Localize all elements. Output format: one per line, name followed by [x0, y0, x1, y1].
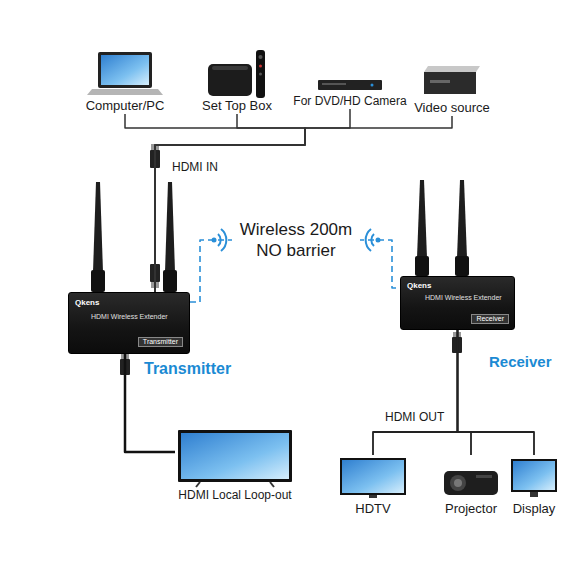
hdmi-cable [155, 116, 452, 292]
device-heading: Receiver [489, 353, 552, 371]
device-label: For DVD/HD Camera [290, 94, 410, 109]
device-tag: Transmitter [138, 337, 183, 347]
device-label: Video source [411, 100, 493, 116]
receiver-box: QkensHDMI Wireless ExtenderReceiverRecei… [400, 276, 515, 330]
hdmi-cable [458, 330, 535, 455]
brand-text: Qkens [75, 298, 99, 308]
device-node: Set Top Box [199, 48, 275, 114]
device-node: Computer/PC [83, 52, 168, 114]
device-label: HDTV [340, 501, 406, 517]
edge-label: Wireless 200m NO barrier [232, 219, 360, 261]
hdmi-cable [458, 330, 472, 455]
tv-icon [340, 458, 406, 498]
screen-node: Projector [442, 455, 501, 517]
device-tag: Receiver [471, 314, 509, 324]
projector-icon [444, 471, 498, 495]
device-node: Video source [411, 58, 493, 116]
screen-node: Display [510, 455, 559, 517]
set-top-box-icon [208, 50, 265, 98]
antenna [91, 182, 177, 292]
model-text: HDMI Wireless Extender [425, 294, 502, 302]
transmitter-box: QkensHDMI Wireless ExtenderTransmitterTr… [68, 292, 190, 354]
signal-label: HDMI IN [172, 160, 218, 174]
model-text: HDMI Wireless Extender [91, 313, 168, 321]
device-heading: Transmitter [144, 359, 231, 378]
signal-label: HDMI OUT [385, 410, 444, 424]
hdmi-cable [155, 114, 305, 292]
hdmi-cable [155, 109, 350, 292]
device-label: Computer/PC [83, 98, 168, 114]
laptop-icon [87, 52, 163, 95]
dvd-player-icon [318, 80, 382, 90]
tv-icon [178, 430, 292, 487]
brand-text: Qkens [407, 281, 431, 291]
hdmi-plug [120, 144, 462, 375]
antenna [415, 180, 469, 276]
device-label: Display [510, 501, 559, 517]
video-source-icon [424, 66, 480, 94]
hdmi-cable [125, 114, 305, 292]
device-node: For DVD/HD Camera [290, 72, 410, 109]
device-label: Set Top Box [199, 98, 275, 114]
screen-node: HDMI Local Loop-out [175, 428, 295, 503]
device-label: Projector [442, 501, 501, 517]
screen-node: HDTV [340, 455, 406, 517]
device-label: HDMI Local Loop-out [175, 488, 295, 503]
monitor-icon [511, 459, 557, 497]
hdmi-cable [373, 330, 458, 455]
